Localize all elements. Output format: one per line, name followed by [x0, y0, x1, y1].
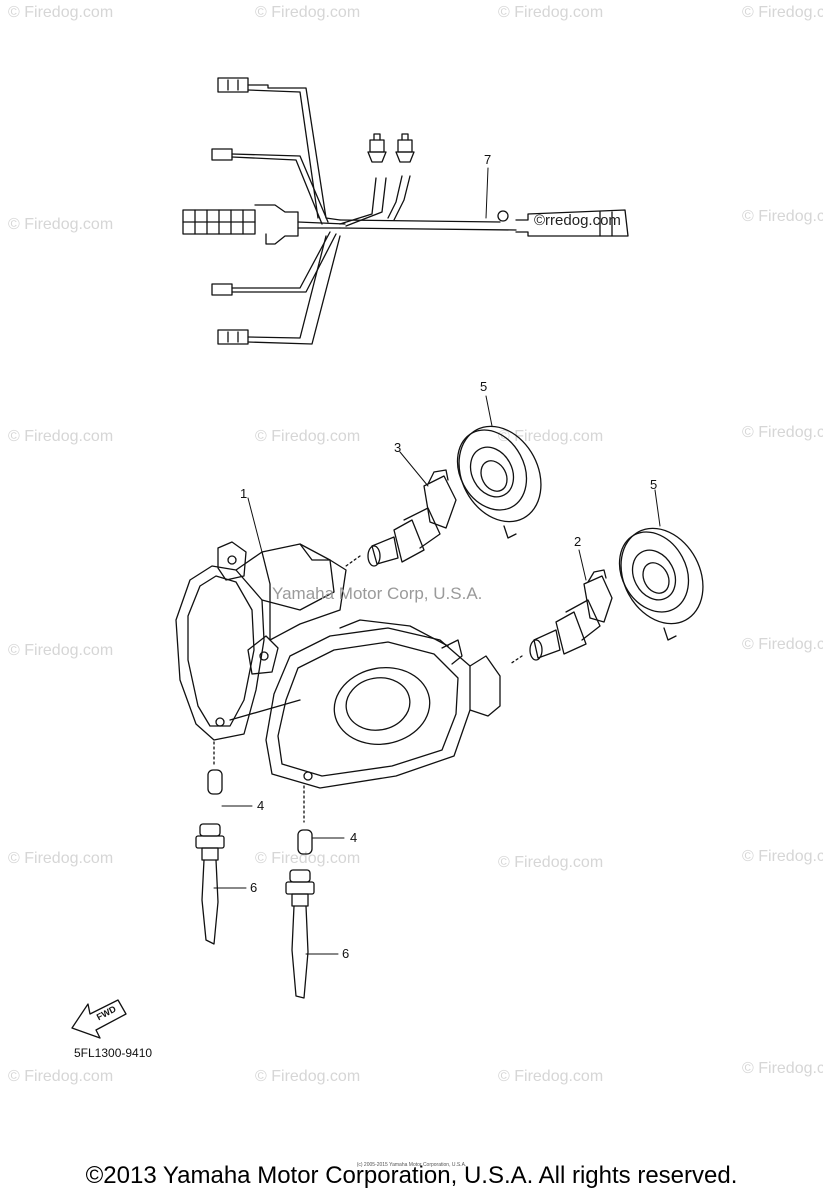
headlight-assembly: [175, 541, 501, 789]
tiny-credit-text: (c) 2005-2015 Yamaha Motor Corporation, …: [356, 1162, 467, 1168]
watermark: © Firedog.com: [742, 848, 823, 865]
watermark: © Firedog.com: [8, 428, 114, 445]
callout-6-right: 6: [342, 946, 350, 961]
watermark: © Firedog.com: [8, 642, 114, 659]
watermark: © Firedog.com: [498, 428, 604, 445]
callout-1: 1: [240, 486, 248, 501]
harness-stamp-text: ©rredog.com: [534, 212, 621, 229]
watermark: © Firedog.com: [498, 4, 604, 21]
watermark: © Firedog.com: [742, 4, 823, 21]
leader-lines: [213, 167, 661, 955]
watermark: © Firedog.com: [255, 1068, 361, 1085]
watermark: © Firedog.com: [255, 428, 361, 445]
callout-4-left: 4: [257, 798, 265, 813]
watermark: © Firedog.com: [8, 4, 114, 21]
watermark: © Firedog.com: [742, 424, 823, 441]
callout-5-right: 5: [650, 477, 658, 492]
watermark: © Firedog.com: [8, 1068, 114, 1085]
watermark: © Firedog.com: [742, 1060, 823, 1077]
wire-harness: [182, 77, 629, 345]
center-watermark: Yamaha Motor Corp, U.S.A.: [272, 584, 483, 603]
watermark: © Firedog.com: [498, 1068, 604, 1085]
callout-3: 3: [394, 440, 402, 455]
callout-5-upper: 5: [480, 379, 488, 394]
socket-6-right: [285, 869, 315, 999]
fwd-arrow-icon: [71, 999, 127, 1039]
socket-6-left: [195, 823, 225, 945]
bulb-4-right: [297, 785, 313, 855]
watermark: © Firedog.com: [8, 850, 114, 867]
callout-6-left: 6: [250, 880, 258, 895]
watermark: © Firedog.com: [255, 850, 361, 867]
watermark: © Firedog.com: [742, 208, 823, 225]
bulb-3: [345, 469, 457, 567]
watermark: © Firedog.com: [742, 636, 823, 653]
callout-2: 2: [574, 534, 582, 549]
bulb-2: [509, 569, 613, 665]
socket-cover-5-upper: [456, 425, 542, 539]
watermark: © Firedog.com: [8, 216, 114, 233]
bulb-4-left: [207, 741, 223, 795]
callout-7: 7: [484, 152, 492, 167]
copyright-footer: ©2013 Yamaha Motor Corporation, U.S.A. A…: [85, 1162, 738, 1189]
socket-cover-5-right: [618, 527, 704, 641]
watermark: © Firedog.com: [255, 4, 361, 21]
callout-4-right: 4: [350, 830, 358, 845]
watermark: © Firedog.com: [498, 854, 604, 871]
diagram-code: 5FL1300-9410: [74, 1046, 153, 1060]
